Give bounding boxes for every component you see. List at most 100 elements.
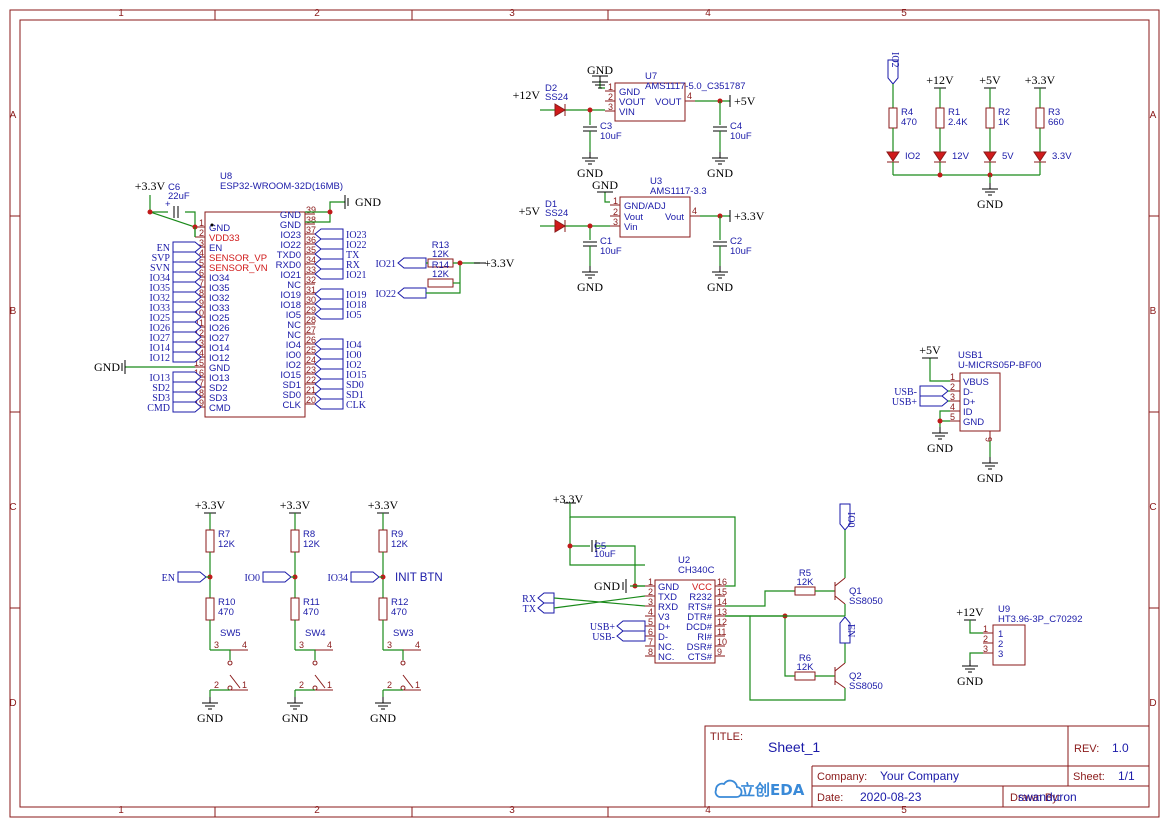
pin-number: 27 [306, 325, 316, 335]
ground-label: GND [977, 197, 1003, 211]
power-label: +3.3V [484, 256, 515, 270]
pin-name: GND [209, 363, 230, 374]
diode-icon [554, 219, 566, 233]
pin-number: 28 [306, 315, 316, 325]
net-flag-icon [314, 398, 344, 410]
c2-ref: C2 [730, 236, 742, 247]
init-button-label: INIT BTN [395, 572, 443, 584]
net-flag-icon [172, 341, 202, 353]
net-flag-label: CLK [346, 400, 367, 411]
sheet-label: Sheet: [1073, 771, 1105, 783]
pin-name: NC [287, 320, 301, 331]
c5-ref: C5 [594, 541, 606, 552]
switch-lever-icon [314, 674, 326, 689]
frame-col-label: 1 [118, 805, 124, 816]
net-flag-icon [314, 258, 344, 270]
pin-number: 1 [327, 680, 332, 690]
pin-number: 14 [717, 597, 727, 607]
power-label: +12V [956, 605, 984, 619]
net-flag-label: IO19 [346, 290, 367, 301]
net-flag-icon [314, 358, 344, 370]
drawn-value: swanduron [1018, 790, 1077, 804]
wire [383, 649, 404, 660]
pin-number: 8 [648, 647, 653, 657]
pin-name: DSR# [687, 642, 713, 653]
net-flag-label: USB- [592, 632, 615, 643]
pin-name: RXD [658, 602, 678, 613]
net-flag-label: IO34 [149, 273, 170, 284]
pin-number: 35 [306, 245, 316, 255]
led-icon [933, 151, 947, 162]
net-flag-label: IO27 [149, 333, 170, 344]
net-flag-label: RX [346, 260, 361, 271]
pin-number: 17 [194, 378, 204, 388]
pin-name: DCD# [686, 622, 713, 633]
resistor-ref: R4 [901, 107, 913, 118]
power-label: +12V [926, 73, 954, 87]
resistor-icon [985, 107, 995, 129]
net-flag-icon [172, 321, 202, 333]
net-flag-label: SD2 [152, 383, 170, 394]
resistor-icon [205, 529, 215, 553]
pin-name: IO35 [209, 283, 230, 294]
pin-name: TXD0 [277, 250, 301, 261]
u3-name: AMS1117-3.3 [650, 186, 707, 197]
ground-label: GND [577, 280, 603, 294]
pin-number: 4 [692, 206, 697, 216]
net-flag-icon [172, 251, 202, 263]
capacitor-polarity: + [165, 199, 171, 210]
pin-name: D- [963, 387, 973, 398]
pin-name: IO18 [280, 300, 301, 311]
pin-number: 3 [299, 640, 304, 650]
pin-number: 7 [648, 637, 653, 647]
net-flag-icon [172, 351, 202, 363]
resistor-value: 660 [1048, 117, 1064, 128]
frame-col-label: 5 [901, 805, 907, 816]
wire [939, 410, 950, 421]
net-flag-label: IO14 [149, 343, 170, 354]
pin-number: 11 [195, 318, 204, 328]
pin-name: D- [658, 632, 668, 643]
switch-contact [227, 660, 233, 666]
net-flag-label: IO22 [346, 240, 367, 251]
net-flag-icon [397, 287, 427, 299]
d1-value: SS24 [545, 208, 568, 219]
pin-name: GND [963, 417, 984, 428]
pin-name: IO15 [280, 370, 301, 381]
pin-name: IO19 [280, 290, 301, 301]
pin-name: Vin [624, 222, 638, 233]
c5-value: 10uF [594, 549, 616, 560]
transistor-emitter [834, 680, 846, 689]
q2-value: SS8050 [849, 681, 883, 692]
net-flag-icon [314, 368, 344, 380]
pin-number: 2 [299, 680, 304, 690]
pin-number: 12 [717, 617, 727, 627]
pin-name: IO5 [286, 310, 301, 321]
ground-label: GND [355, 195, 381, 209]
pin-name: GND [280, 220, 301, 231]
resistor-ref: R2 [998, 107, 1010, 118]
usb1-ref: USB1 [958, 350, 983, 361]
pin-name: IO14 [209, 343, 230, 354]
pin-number: 2 [199, 228, 204, 238]
net-flag-icon [616, 620, 646, 632]
net-flag-icon [172, 261, 202, 273]
pin-number: 26 [306, 335, 316, 345]
ground-label: GND [707, 166, 733, 180]
net-flag-label: IO2 [889, 52, 900, 68]
ground-label: GND [592, 178, 618, 192]
resistor-icon [290, 529, 300, 553]
net-flag-icon [172, 301, 202, 313]
pin-number: 15 [194, 358, 204, 368]
ground-label: GND [707, 280, 733, 294]
pin-number: 38 [306, 215, 316, 225]
u9-connector [992, 624, 1026, 666]
power-label: +3.3V [195, 498, 226, 512]
pin-number: 6 [199, 268, 204, 278]
pin-number: 1 [950, 372, 955, 382]
net-flag-label: IO0 [244, 573, 260, 584]
u8-name: ESP32-WROOM-32D(16MB) [220, 181, 343, 192]
pin-name: ID [963, 407, 973, 418]
resistor-ref: R9 [391, 529, 403, 540]
